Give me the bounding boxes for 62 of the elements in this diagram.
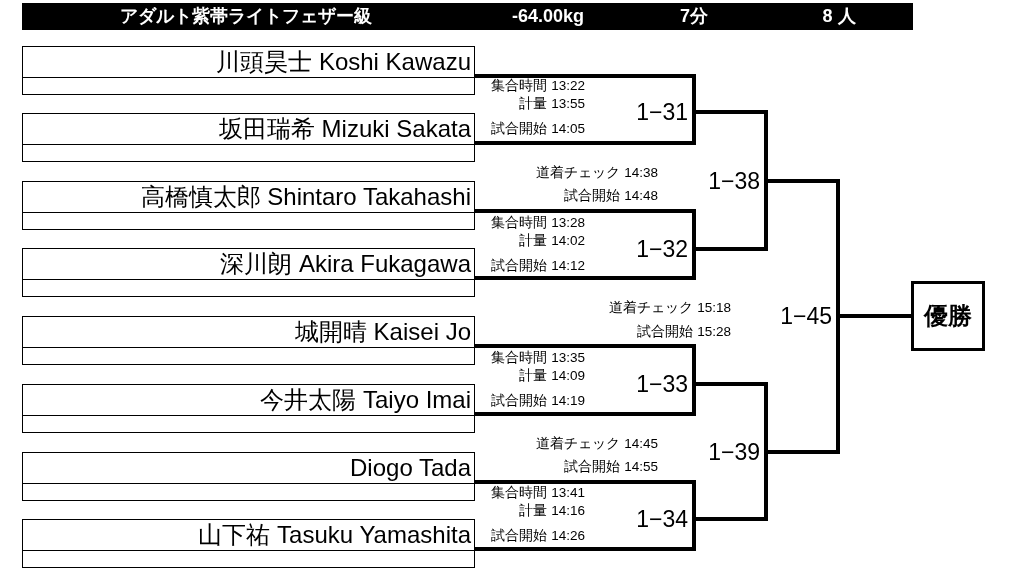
- bracket-line: [475, 519, 696, 551]
- schedule-text: 試合開始 14:26: [491, 527, 585, 545]
- schedule-text: 試合開始 14:48: [564, 187, 658, 205]
- player-box: [22, 113, 475, 162]
- player-box: [22, 248, 475, 297]
- player-box: [22, 452, 475, 501]
- match-number: 1−31: [633, 97, 693, 127]
- schedule-text: 道着チェック 14:45: [536, 435, 658, 453]
- player-name: 坂田瑞希 Mizuki Sakata: [218, 114, 471, 143]
- schedule-text: 試合開始 14:55: [564, 458, 658, 476]
- bracket-line: [694, 181, 768, 251]
- header-text: 8 人: [822, 5, 856, 28]
- schedule-text: 試合開始 15:28: [637, 323, 731, 341]
- schedule-text: 集合時間 13:28: [491, 214, 585, 232]
- schedule-text: 道着チェック 15:18: [609, 299, 731, 317]
- bracket-line: [766, 179, 840, 316]
- schedule-text: 計量 13:55: [519, 95, 585, 113]
- bracket-line: [475, 480, 696, 519]
- header-text: 7分: [680, 5, 708, 28]
- player-name: 山下祐 Tasuku Yamashita: [198, 520, 471, 549]
- player-box: [22, 46, 475, 95]
- bracket-line: [694, 382, 768, 452]
- bracket-line: [475, 209, 696, 249]
- schedule-text: 試合開始 14:05: [491, 120, 585, 138]
- schedule-text: 計量 14:16: [519, 502, 585, 520]
- match-number: 1−34: [633, 504, 693, 534]
- bracket-line: [475, 112, 696, 145]
- match-number: 1−33: [633, 369, 693, 399]
- player-box: [22, 181, 475, 230]
- champion-box: 優勝: [911, 281, 985, 351]
- player-box: [22, 316, 475, 365]
- player-name: 高橋慎太郎 Shintaro Takahashi: [140, 182, 471, 211]
- bracket-line: [838, 314, 911, 318]
- bracket-line: [766, 316, 840, 454]
- schedule-text: 集合時間 13:35: [491, 349, 585, 367]
- match-number: 1−45: [777, 301, 837, 331]
- schedule-text: 道着チェック 14:38: [536, 164, 658, 182]
- schedule-text: 集合時間 13:22: [491, 77, 585, 95]
- player-name: 今井太陽 Taiyo Imai: [260, 385, 471, 414]
- schedule-text: 試合開始 14:12: [491, 257, 585, 275]
- player-name: 城開晴 Kaisei Jo: [294, 317, 471, 346]
- bracket-line: [694, 452, 768, 521]
- header-band: [22, 3, 913, 30]
- bracket-line: [475, 344, 696, 384]
- player-name: Diogo Tada: [350, 453, 471, 482]
- bracket-line: [694, 110, 768, 181]
- match-number: 1−38: [705, 166, 765, 196]
- bracket-line: [475, 384, 696, 416]
- schedule-text: 試合開始 14:19: [491, 392, 585, 410]
- bracket-line: [475, 249, 696, 280]
- match-number: 1−39: [705, 437, 765, 467]
- player-box: [22, 519, 475, 568]
- bracket-line: [475, 74, 696, 112]
- header-text: アダルト紫帯ライトフェザー級: [120, 5, 372, 28]
- player-name: 川頭昊士 Koshi Kawazu: [216, 47, 471, 76]
- header-text: -64.00kg: [512, 5, 584, 28]
- schedule-text: 計量 14:09: [519, 367, 585, 385]
- player-name: 深川朗 Akira Fukagawa: [220, 249, 471, 278]
- schedule-text: 計量 14:02: [519, 232, 585, 250]
- player-box: [22, 384, 475, 433]
- schedule-text: 集合時間 13:41: [491, 484, 585, 502]
- match-number: 1−32: [633, 234, 693, 264]
